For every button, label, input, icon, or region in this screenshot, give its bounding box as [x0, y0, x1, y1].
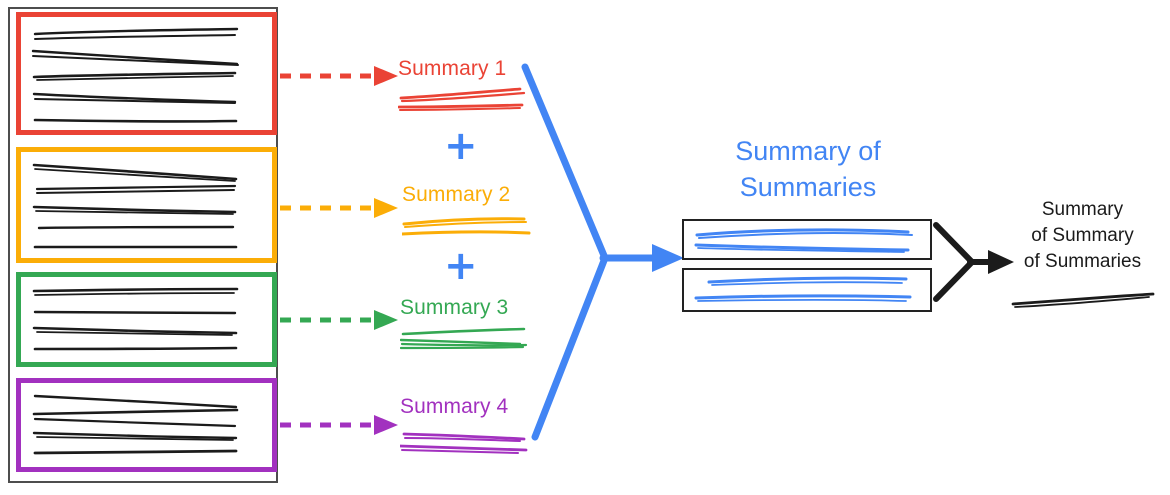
- summary-1-label: Summary 1: [398, 57, 507, 80]
- summary-2-scribble: [402, 217, 531, 236]
- doc-group-orange[interactable]: [16, 147, 277, 263]
- summary-3-label: Summary 3: [400, 296, 509, 319]
- arrow-to-summary-4: [280, 415, 398, 435]
- summary-block-1[interactable]: Summary 1: [398, 58, 528, 112]
- doc-scribble-lines-purple: [32, 394, 239, 455]
- sos-title-line-1: Summary of: [735, 136, 881, 166]
- doc-scribble-lines-red: [31, 27, 239, 123]
- summary-4-label: Summary 4: [400, 395, 509, 418]
- summary-1-scribble: [398, 87, 526, 111]
- doc-group-green[interactable]: [16, 272, 277, 367]
- summary-block-3[interactable]: Summary 3: [400, 297, 530, 351]
- summary-of-summaries-title: Summary of Summaries: [683, 133, 933, 205]
- document-collection-container: [8, 7, 278, 483]
- sos-box-1[interactable]: [682, 219, 932, 260]
- final-summary-scribble: [1011, 292, 1155, 308]
- arrow-to-summary-3: [280, 310, 398, 330]
- arrow-to-summary-2: [280, 198, 398, 218]
- summary-2-label: Summary 2: [402, 183, 511, 206]
- summary-3-scribble: [400, 327, 528, 350]
- summary-block-2[interactable]: Summary 2: [402, 184, 532, 238]
- plus-operator-1: +: [444, 123, 478, 169]
- final-summary-title: Summary of Summary of Summaries: [1000, 197, 1165, 275]
- final-title-line-1: Summary: [1041, 199, 1124, 220]
- sos-title-line-2: Summaries: [739, 172, 877, 202]
- doc-group-purple[interactable]: [16, 378, 277, 472]
- summary-4-scribble: [400, 432, 528, 454]
- summary-block-4[interactable]: Summary 4: [400, 396, 530, 454]
- sos-box-1-scribble: [694, 228, 913, 253]
- black-funnel-arrow: [933, 222, 1014, 302]
- final-title-line-2: of Summary: [1031, 225, 1134, 246]
- final-title-line-3: of Summaries: [1023, 251, 1142, 272]
- arrow-to-summary-1: [280, 66, 398, 86]
- plus-operator-2: +: [444, 243, 478, 289]
- doc-group-red[interactable]: [16, 12, 277, 135]
- doc-scribble-lines-orange: [32, 163, 238, 249]
- sos-box-2-scribble: [694, 276, 912, 302]
- sos-box-2[interactable]: [682, 268, 932, 312]
- blue-funnel-arrow: [521, 63, 684, 441]
- doc-scribble-lines-green: [32, 287, 239, 351]
